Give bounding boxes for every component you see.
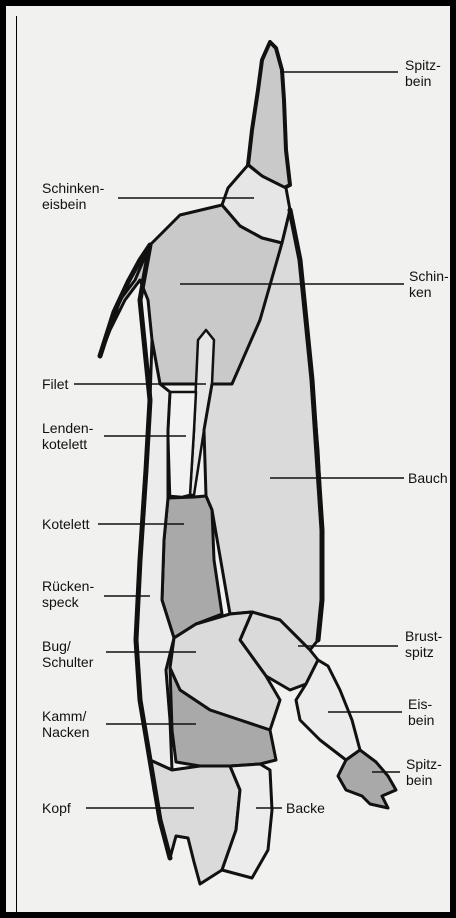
region-lendenkotelett bbox=[168, 392, 196, 497]
label-brustspitz: Brust- spitz bbox=[405, 628, 442, 660]
label-rueckenspeck: Rücken- speck bbox=[42, 578, 94, 610]
label-spitzbein-top: Spitz- bein bbox=[405, 57, 441, 89]
label-bug-schulter: Bug/ Schulter bbox=[42, 638, 93, 670]
label-spitzbein-bottom: Spitz- bein bbox=[406, 756, 442, 788]
label-bauch: Bauch bbox=[408, 470, 448, 486]
label-kotelett: Kotelett bbox=[42, 516, 89, 532]
region-kotelett bbox=[162, 496, 222, 638]
region-spitzbein-top bbox=[248, 42, 290, 190]
label-eisbein: Eis- bein bbox=[408, 696, 434, 728]
label-filet: Filet bbox=[42, 376, 68, 392]
label-backe: Backe bbox=[286, 800, 325, 816]
region-spitzbein-bottom bbox=[338, 750, 396, 808]
label-lendenkotelett: Lenden- kotelett bbox=[42, 420, 93, 452]
label-schinkeneisbein: Schinken- eisbein bbox=[42, 180, 104, 212]
label-schinken: Schin- ken bbox=[409, 268, 449, 300]
label-kopf: Kopf bbox=[42, 800, 71, 816]
label-kamm-nacken: Kamm/ Nacken bbox=[42, 708, 89, 740]
